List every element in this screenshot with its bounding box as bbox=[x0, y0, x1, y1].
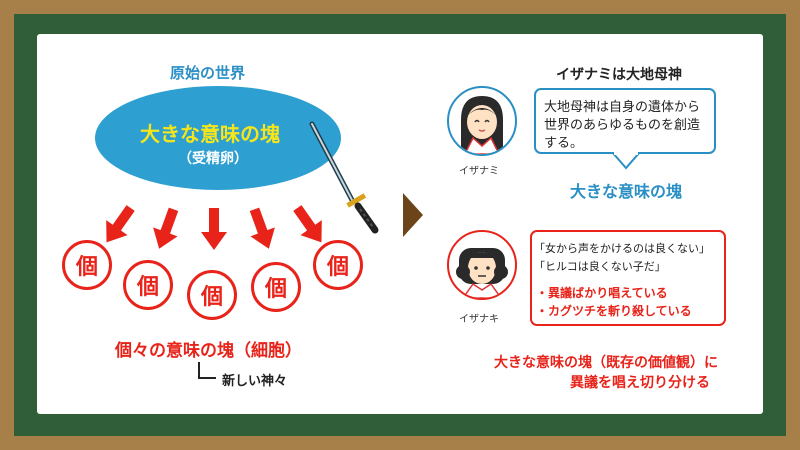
triangle-right-icon bbox=[403, 193, 423, 237]
izanagi-result: 異議を唱え切り分ける bbox=[570, 375, 710, 391]
cells-label: 個々の意味の塊（細胞） bbox=[115, 341, 302, 361]
bubble-tail bbox=[612, 152, 640, 170]
katana-icon bbox=[309, 121, 379, 234]
world-title: 原始の世界 bbox=[170, 64, 246, 82]
elbow-connector bbox=[198, 362, 216, 379]
cell-circle: 個 bbox=[62, 240, 112, 290]
izanagi-bullet: ・異議ばかり唱えている bbox=[536, 286, 668, 300]
izanagi-avatar bbox=[447, 230, 517, 300]
izanami-name: イザナミ bbox=[459, 166, 499, 177]
cell-circle: 個 bbox=[123, 260, 173, 310]
izanagi-result: 大きな意味の塊（既存の価値観）に bbox=[494, 355, 718, 371]
split-arrows bbox=[106, 205, 322, 250]
izanami-bubble-line: 世界のあらゆるものを創造 bbox=[544, 118, 701, 133]
world-ellipse bbox=[95, 86, 341, 190]
izanagi-name: イザナキ bbox=[459, 314, 499, 325]
gods-label: 新しい神々 bbox=[222, 374, 288, 389]
cell-circle: 個 bbox=[251, 262, 301, 312]
izanami-title: イザナミは大地母神 bbox=[556, 67, 682, 83]
izanagi-bubble bbox=[530, 230, 726, 326]
cell-circle: 個 bbox=[187, 270, 237, 320]
cell-circle: 個 bbox=[313, 240, 363, 290]
ellipse-main-label: 大きな意味の塊 bbox=[140, 122, 280, 146]
izanagi-quote: 「ヒルコは良くない子だ」 bbox=[534, 260, 666, 273]
izanami-bubble-line: する。 bbox=[544, 136, 584, 151]
ellipse-sub-label: （受精卵） bbox=[178, 151, 248, 167]
izanami-avatar bbox=[447, 86, 517, 156]
izanami-bubble bbox=[534, 88, 716, 154]
izanami-bubble-line: 大地母神は自身の遺体から bbox=[544, 100, 701, 115]
izanami-result: 大きな意味の塊 bbox=[570, 182, 683, 201]
izanagi-bullet: ・カグツチを斬り殺している bbox=[536, 304, 692, 318]
izanagi-quote: 「女から声をかけるのは良くない」 bbox=[534, 242, 710, 255]
